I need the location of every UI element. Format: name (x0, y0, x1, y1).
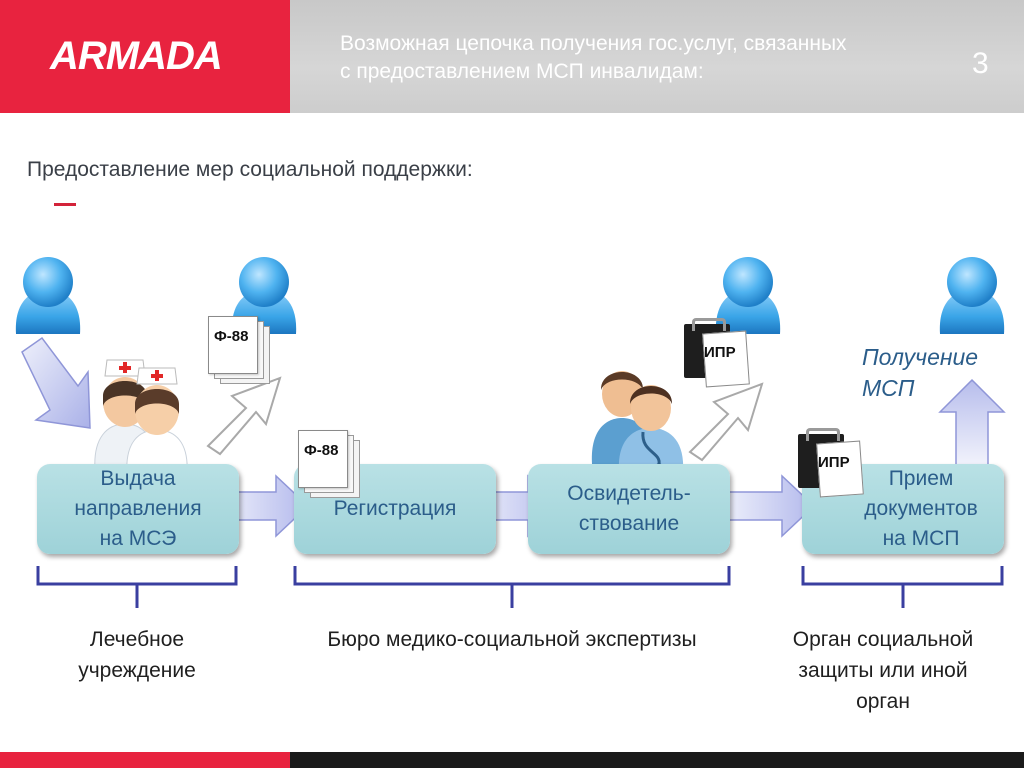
caption-1-line-2: учреждение (78, 659, 196, 682)
slide-title-line-1: Возможная цепочка получения гос.услуг, с… (340, 32, 847, 55)
section-subtitle: Предоставление мер социальной поддержки: (27, 158, 473, 181)
up-right-arrow-icon-1 (206, 376, 282, 456)
stage-intake-line-1: Прием (888, 467, 954, 490)
bracket-1 (36, 566, 238, 608)
nurses-icon (94, 359, 188, 475)
caption-mse-bureau: Бюро медико-социальной экспертизы (262, 624, 762, 655)
document-f88-icon-1: Ф-88 (208, 316, 270, 384)
stage-examination-line-2: ствование (578, 512, 680, 535)
slide-number: 3 (972, 47, 989, 80)
document-ipr-icon-1: ИПР (684, 318, 750, 388)
up-arrow-icon (938, 378, 1006, 467)
document-f88-label-2: Ф-88 (304, 442, 339, 459)
stage-intake-line-3: на МСП (882, 527, 960, 550)
document-ipr-icon-2: ИПР (798, 428, 864, 498)
caption-3-line-1: Орган социальной (792, 628, 974, 651)
caption-3-line-3: орган (856, 690, 910, 713)
stage-referral: Выдача направления на МСЭ (37, 464, 239, 554)
caption-medical-institution: Лечебное учреждение (37, 624, 237, 686)
doctors-icon (591, 371, 684, 472)
armada-logo: ARMADA (50, 34, 223, 78)
accent-dash (54, 203, 76, 206)
stage-referral-line-1: Выдача (100, 467, 176, 490)
header-brand-panel (0, 0, 290, 113)
document-f88-label-1: Ф-88 (214, 328, 249, 345)
down-right-arrow-icon (21, 336, 91, 429)
result-label: Получение МСП (862, 342, 978, 404)
header-title-panel (290, 0, 1024, 113)
result-label-line-2: МСП (862, 375, 915, 401)
person-icon-3 (715, 257, 781, 334)
person-icon-1 (15, 257, 81, 334)
stage-examination: Освидетель- ствование (528, 464, 730, 554)
stage-referral-line-3: на МСЭ (99, 527, 177, 550)
stage-examination-line-1: Освидетель- (567, 482, 691, 505)
bracket-2 (293, 566, 731, 608)
document-ipr-label-2: ИПР (818, 454, 850, 471)
stage-referral-line-2: направления (74, 497, 202, 520)
caption-1-line-1: Лечебное (89, 628, 185, 651)
slide-title-line-2: с предоставлением МСП инвалидам: (340, 60, 704, 83)
result-label-line-1: Получение (862, 344, 979, 370)
stage-registration-label: Регистрация (333, 497, 457, 520)
bracket-3 (801, 566, 1004, 608)
up-right-arrow-icon-2 (688, 382, 764, 462)
caption-social-protection: Орган социальной защиты или иной орган (768, 624, 998, 717)
flow-arrow-icon-3 (723, 474, 816, 538)
document-ipr-label-1: ИПР (704, 344, 736, 361)
document-f88-icon-2: Ф-88 (298, 430, 360, 498)
stage-intake-line-2: документов (864, 497, 978, 520)
person-icon-4 (939, 257, 1005, 334)
caption-3-line-2: защиты или иной (798, 659, 968, 682)
slide-title: Возможная цепочка получения гос.услуг, с… (340, 30, 960, 86)
footer-bar (0, 752, 1024, 768)
caption-2-line-1: Бюро медико-социальной экспертизы (327, 628, 697, 651)
